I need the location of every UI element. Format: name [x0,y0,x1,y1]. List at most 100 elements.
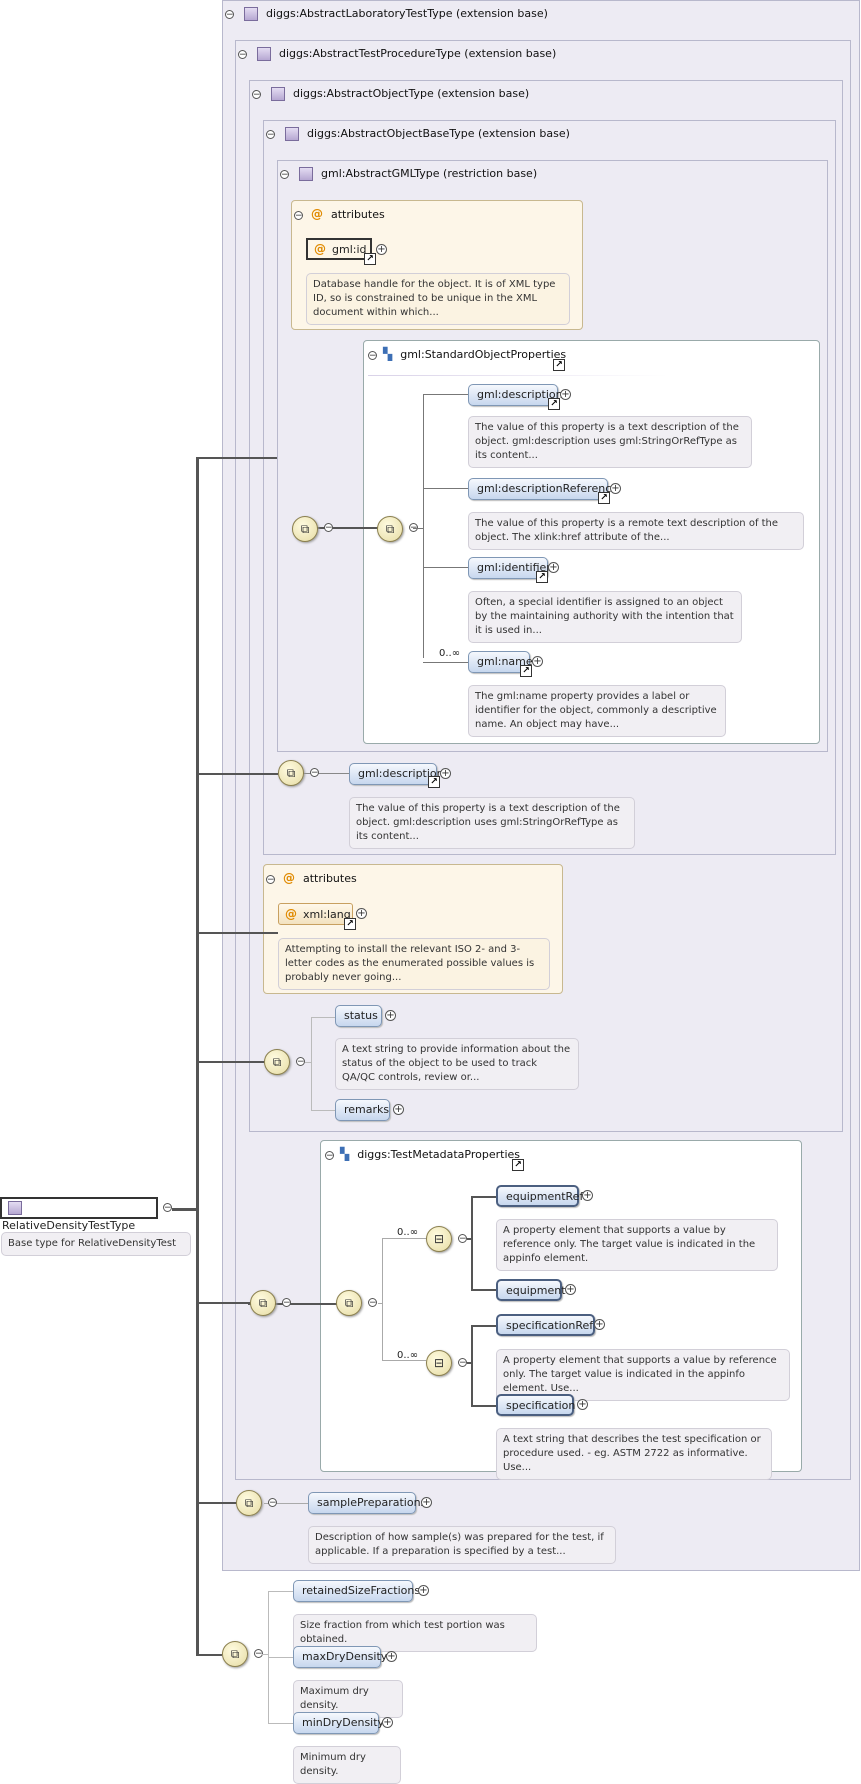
link-icon[interactable]: ↗ [512,1159,524,1171]
collapse-icon[interactable]: − [163,1203,172,1213]
expand-icon[interactable]: + [582,1190,593,1201]
root-type-box[interactable]: RelativeDensityTestType [0,1197,158,1232]
objbase-gml-description-doc: The value of this property is a text des… [349,797,635,849]
collapse-icon[interactable]: − [325,1150,334,1161]
remarks-element[interactable]: remarks [335,1099,390,1121]
link-icon[interactable]: ↗ [536,571,548,583]
expand-icon[interactable]: + [577,1399,588,1410]
expand-icon[interactable]: + [385,1010,396,1021]
choice-compositor-icon[interactable]: ⊟ [426,1350,452,1376]
expand-icon[interactable]: + [560,389,571,400]
xml-lang-attribute[interactable]: @xml:lang [278,903,353,925]
expand-icon[interactable]: + [418,1585,429,1596]
collapse-icon[interactable]: − [266,129,275,140]
expand-icon[interactable]: + [440,768,451,779]
gml-id-attribute[interactable]: @gml:id [306,238,372,260]
collapse-icon[interactable]: − [458,1358,467,1368]
connector [290,773,350,774]
expand-icon[interactable]: + [548,562,559,573]
gml-description-element[interactable]: gml:description [468,384,563,406]
complex-type-icon [8,1201,22,1215]
expand-icon[interactable]: + [565,1284,576,1295]
specification-ref-element[interactable]: specificationRef [496,1314,595,1336]
link-icon[interactable]: ↗ [520,665,532,677]
equipment-element[interactable]: equipment [496,1279,566,1301]
collapse-icon[interactable]: − [324,523,333,533]
base-type-label: diggs:AbstractObjectType (extension base… [293,87,530,100]
base-type-label: gml:AbstractGMLType (restriction base) [321,167,538,180]
connector [196,773,278,775]
connector [301,527,391,529]
collapse-icon[interactable]: − [254,1649,263,1659]
choice-compositor-icon[interactable]: ⊟ [426,1226,452,1252]
separator [368,375,668,376]
sequence-compositor-icon[interactable]: ⧉ [336,1290,362,1316]
group-name: gml:StandardObjectProperties [400,348,567,361]
sequence-compositor-icon[interactable]: ⧉ [278,760,304,786]
expand-icon[interactable]: + [356,908,367,919]
collapse-icon[interactable]: − [225,9,234,20]
link-icon[interactable]: ↗ [344,918,356,930]
connector [305,1062,312,1063]
max-dry-density-element[interactable]: maxDryDensity [293,1646,387,1668]
expand-icon[interactable]: + [376,244,387,255]
link-icon[interactable]: ↗ [548,398,560,410]
expand-icon[interactable]: + [610,483,621,494]
link-icon[interactable]: ↗ [553,359,565,371]
expand-icon[interactable]: + [532,656,543,667]
connector [196,1654,222,1656]
link-icon[interactable]: ↗ [598,492,610,504]
sequence-compositor-icon[interactable]: ⧉ [250,1290,276,1316]
connector [196,458,199,1656]
connector [264,1503,309,1504]
connector [471,1196,496,1198]
collapse-icon[interactable]: − [252,89,261,100]
gml-description-reference-element[interactable]: gml:descriptionReference [468,478,618,500]
expand-icon[interactable]: + [386,1651,397,1662]
specification-element[interactable]: specification [496,1394,575,1416]
attribute-icon: @ [314,242,326,256]
objbase-gml-description-element[interactable]: gml:description [349,763,444,785]
connector [423,394,424,658]
collapse-icon[interactable]: − [296,1057,305,1067]
status-element[interactable]: status [335,1005,382,1027]
collapse-icon[interactable]: − [268,1498,277,1508]
xml-lang-doc: Attempting to install the relevant ISO 2… [278,938,550,990]
connector [471,1325,496,1327]
group-name: diggs:TestMetadataProperties [357,1148,521,1161]
collapse-icon[interactable]: − [238,49,247,60]
collapse-icon[interactable]: − [282,1298,291,1308]
base-type-label: diggs:AbstractObjectBaseType (extension … [307,127,570,140]
min-dry-density-element[interactable]: minDryDensity [293,1712,384,1734]
gml-identifier-element[interactable]: gml:identifier [468,557,551,579]
gml-identifier-doc: Often, a special identifier is assigned … [468,591,742,643]
attribute-icon: @ [283,871,295,885]
link-icon[interactable]: ↗ [364,253,376,265]
expand-icon[interactable]: + [393,1104,404,1115]
root-type-name: RelativeDensityTestType [2,1219,136,1232]
connector [471,1289,496,1291]
retained-size-fractions-doc: Size fraction from which test portion wa… [293,1614,537,1652]
sequence-compositor-icon[interactable]: ⧉ [377,516,403,542]
sequence-compositor-icon[interactable]: ⧉ [236,1490,262,1516]
gml-name-element[interactable]: gml:name [468,651,533,673]
expand-icon[interactable]: + [421,1497,432,1508]
sequence-compositor-icon[interactable]: ⧉ [264,1049,290,1075]
collapse-icon[interactable]: − [266,874,275,885]
sample-preparations-element[interactable]: samplePreparations [308,1492,426,1514]
collapse-icon[interactable]: − [280,169,289,180]
sequence-compositor-icon[interactable]: ⧉ [222,1641,248,1667]
expand-icon[interactable]: + [382,1717,393,1728]
collapse-icon[interactable]: − [294,210,303,221]
link-icon[interactable]: ↗ [428,776,440,788]
collapse-icon[interactable]: − [368,1298,377,1308]
collapse-icon[interactable]: − [310,768,319,778]
collapse-icon[interactable]: − [458,1234,467,1244]
collapse-icon[interactable]: − [368,350,377,361]
connector [196,932,278,934]
equipment-ref-element[interactable]: equipmentRef [496,1185,583,1207]
sequence-compositor-icon[interactable]: ⧉ [292,516,318,542]
connector [382,1238,426,1239]
expand-icon[interactable]: + [594,1319,605,1330]
retained-size-fractions-element[interactable]: retainedSizeFractions [293,1580,420,1602]
